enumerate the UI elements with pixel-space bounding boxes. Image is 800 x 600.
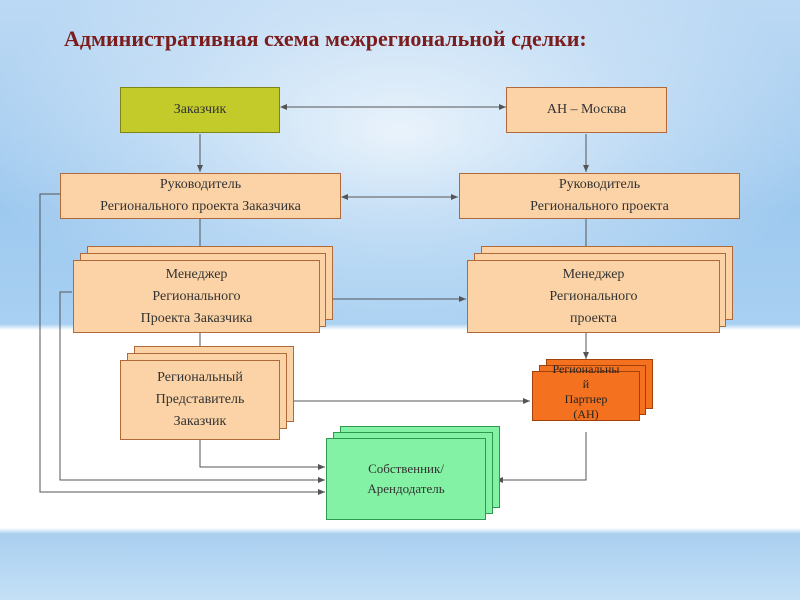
node-regional-rep-label: Региональный Представитель Заказчик [155, 370, 245, 429]
node-regional-partner-label: Региональны й Партнер (АН) [552, 362, 620, 421]
node-head-project: Руководитель Регионального проекта [459, 173, 740, 219]
node-an-moscow-label: АН – Москва [546, 102, 627, 117]
node-owner: Собственник/ Арендодатель [326, 438, 486, 520]
node-customer: Заказчик [120, 87, 280, 133]
node-an-moscow: АН – Москва [506, 87, 667, 133]
link-partner-owner [496, 432, 587, 483]
link-head-owner [39, 193, 325, 495]
node-manager-customer: Менеджер Регионального Проекта Заказчика [73, 260, 320, 333]
node-owner-label: Собственник/ Арендодатель [367, 461, 445, 496]
node-head-project-label: Руководитель Регионального проекта [530, 177, 669, 214]
node-head-customer-label: Руководитель Регионального проекта Заказ… [100, 177, 301, 214]
link-rep-owner [199, 440, 325, 470]
node-manager-project-label: Менеджер Регионального проекта [549, 266, 638, 326]
node-regional-rep: Региональный Представитель Заказчик [120, 360, 280, 440]
link-manager-owner [59, 291, 325, 483]
node-head-customer: Руководитель Регионального проекта Заказ… [60, 173, 341, 219]
node-regional-partner: Региональны й Партнер (АН) [532, 362, 640, 421]
node-manager-customer-label: Менеджер Регионального Проекта Заказчика [140, 266, 253, 326]
slide-title: Административная схема межрегиональной с… [64, 26, 587, 51]
node-customer-label: Заказчик [173, 102, 227, 117]
node-manager-project: Менеджер Регионального проекта [467, 260, 720, 333]
